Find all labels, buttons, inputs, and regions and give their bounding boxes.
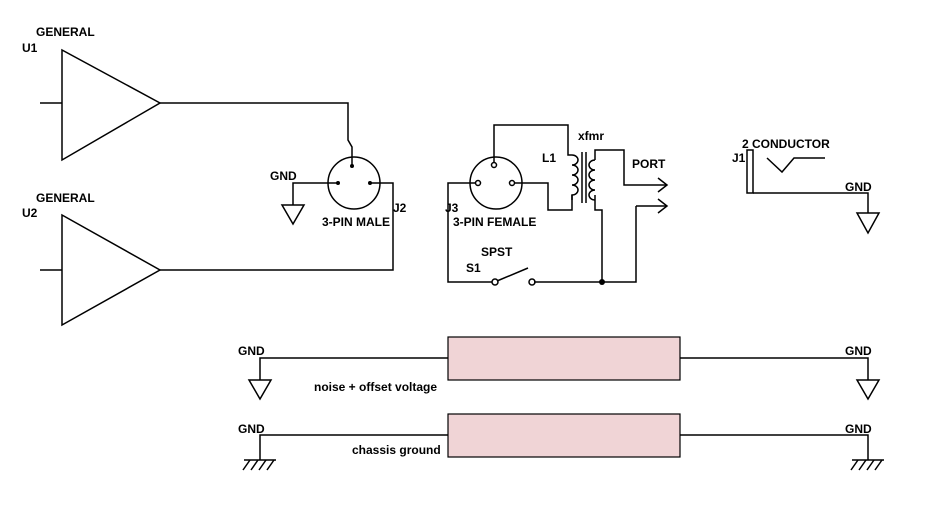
- ground-j2-label: GND: [270, 169, 297, 183]
- bus2-left-ground-label: GND: [238, 422, 265, 436]
- ground-j2: GND: [270, 169, 338, 226]
- amplifier-u2[interactable]: GENERAL U2: [22, 191, 162, 327]
- bus-noise: GND GND noise + offset voltage: [238, 336, 881, 401]
- amplifier-u1-label: GENERAL: [36, 25, 95, 39]
- connector-j2[interactable]: J2 3-PIN MALE: [322, 156, 407, 229]
- amplifier-u2-label: GENERAL: [36, 191, 95, 205]
- amplifier-u1[interactable]: GENERAL U1: [22, 25, 162, 162]
- bus2-right-ground-label: GND: [845, 422, 872, 436]
- wire-j3-network: [447, 124, 667, 285]
- bus1-right-ground-label: GND: [845, 344, 872, 358]
- connector-j2-label: 3-PIN MALE: [322, 215, 390, 229]
- wire-u2-to-j2: [160, 182, 394, 271]
- transformer-l1[interactable]: xfmr L1: [542, 129, 604, 203]
- switch-ref: S1: [466, 261, 481, 275]
- bus1-left-ground-label: GND: [238, 344, 265, 358]
- ground-j1-label: GND: [845, 180, 872, 194]
- connector-j1-ref: J1: [732, 151, 746, 165]
- connector-j1-label: 2 CONDUCTOR: [742, 137, 830, 151]
- switch-label: SPST: [481, 245, 513, 259]
- port-label: PORT: [632, 157, 666, 171]
- bus-chassis-label: chassis ground: [352, 443, 441, 457]
- transformer-label: xfmr: [578, 129, 604, 143]
- amplifier-u2-ref: U2: [22, 206, 38, 220]
- bus-noise-label: noise + offset voltage: [314, 380, 437, 394]
- wire-u1-to-j2: [160, 102, 353, 165]
- connector-j1[interactable]: 2 CONDUCTOR J1 GND: [732, 137, 881, 235]
- connector-j3-ref: J3: [445, 201, 459, 215]
- connector-j2-ref: J2: [393, 201, 407, 215]
- amplifier-u1-ref: U1: [22, 41, 38, 55]
- bus-chassis-resistor: [447, 413, 681, 458]
- connector-j3-label: 3-PIN FEMALE: [453, 215, 536, 229]
- bus-noise-resistor: [447, 336, 681, 381]
- connector-j3[interactable]: J3 3-PIN FEMALE: [445, 156, 536, 229]
- switch-s1[interactable]: SPST S1: [466, 245, 536, 286]
- port[interactable]: PORT: [632, 157, 669, 215]
- bus-chassis: GND GND chassis ground: [238, 413, 884, 471]
- transformer-ref: L1: [542, 151, 556, 165]
